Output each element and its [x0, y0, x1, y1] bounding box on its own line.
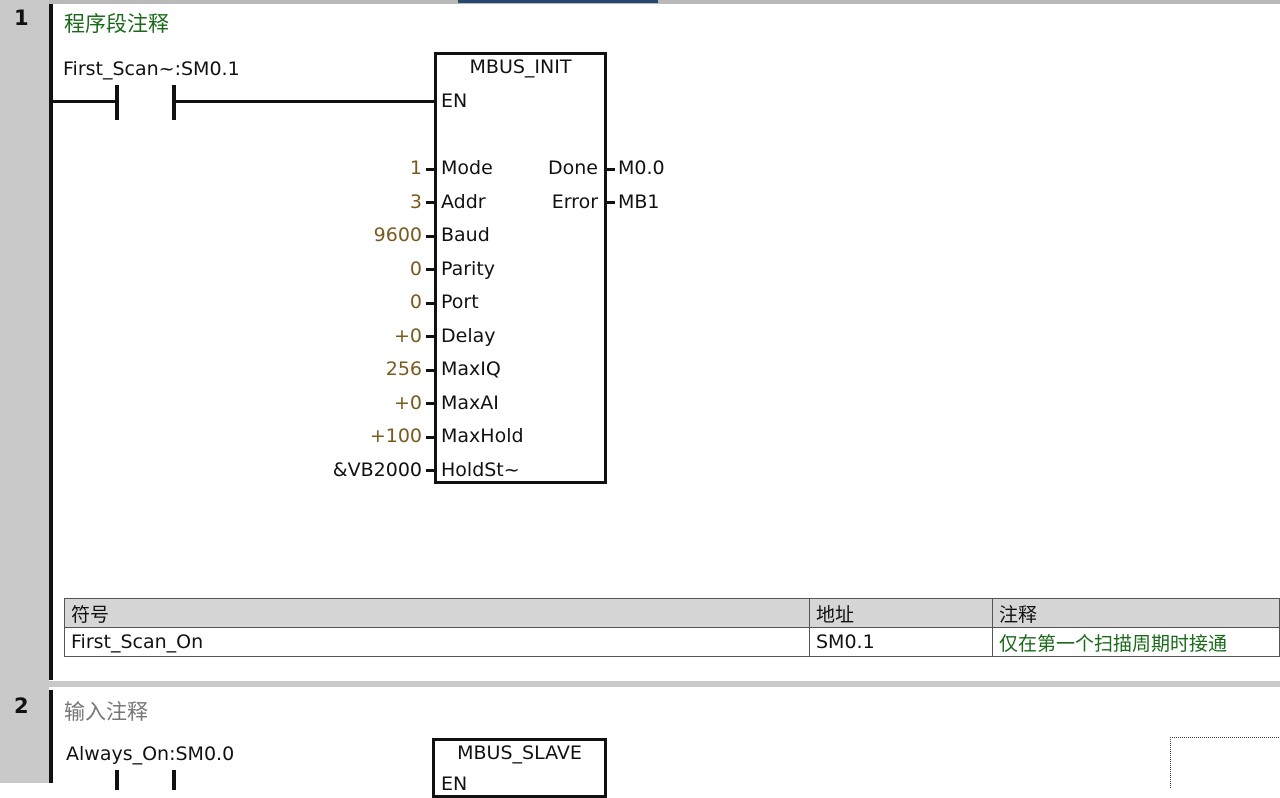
pin-maxiq: MaxIQ — [441, 358, 501, 380]
input-value-holdst[interactable]: &VB2000 — [332, 459, 422, 481]
pin-stub-done — [605, 168, 615, 171]
pin-en: EN — [441, 90, 468, 112]
cell-comment[interactable]: 仅在第一个扫描周期时接通 — [992, 627, 1280, 657]
input-value-mode[interactable]: 1 — [409, 157, 422, 179]
mbus-init-block[interactable] — [434, 52, 607, 484]
contact-2-right-bar[interactable] — [172, 770, 176, 790]
input-value-delay[interactable]: +0 — [393, 325, 422, 347]
mbus-init-title: MBUS_INIT — [469, 56, 572, 78]
pin-stub-error — [605, 201, 615, 204]
pin-stub-maxhold — [426, 436, 436, 439]
network-1-comment[interactable]: 程序段注释 — [64, 12, 169, 36]
pin-stub-maxai — [426, 402, 436, 405]
pin-stub-port — [426, 302, 436, 305]
cell-symbol[interactable]: First_Scan_On — [64, 627, 810, 657]
pin-done: Done — [548, 157, 598, 179]
pin-addr: Addr — [441, 191, 486, 213]
pin-mode: Mode — [441, 157, 493, 179]
input-value-maxiq[interactable]: 256 — [385, 358, 422, 380]
contact-1-left-bar[interactable] — [115, 85, 119, 120]
selection-box[interactable] — [1170, 737, 1280, 788]
input-value-maxhold[interactable]: +100 — [369, 425, 422, 447]
contact-label-1[interactable]: First_Scan~:SM0.1 — [63, 58, 240, 80]
pin-en-2: EN — [441, 773, 468, 795]
header-comment[interactable]: 注释 — [992, 598, 1280, 628]
power-rail-2 — [49, 690, 53, 783]
pin-stub-holdst — [426, 469, 436, 472]
network-2-number[interactable]: 2 — [14, 694, 29, 718]
pin-stub-baud — [426, 235, 436, 238]
input-value-addr[interactable]: 3 — [409, 191, 422, 213]
pin-delay: Delay — [441, 325, 496, 347]
input-value-maxai[interactable]: +0 — [393, 392, 422, 414]
pin-error: Error — [551, 191, 598, 213]
title-bar-accent — [458, 0, 658, 3]
network-1-number[interactable]: 1 — [14, 6, 29, 30]
header-symbol[interactable]: 符号 — [64, 598, 810, 628]
pin-stub-mode — [426, 168, 436, 171]
pin-stub-maxiq — [426, 369, 436, 372]
header-address[interactable]: 地址 — [809, 598, 993, 628]
pin-maxhold: MaxHold — [441, 425, 524, 447]
pin-stub-addr — [426, 201, 436, 204]
output-value-error[interactable]: MB1 — [618, 191, 660, 213]
input-value-port[interactable]: 0 — [409, 291, 422, 313]
input-value-parity[interactable]: 0 — [409, 258, 422, 280]
pin-stub-parity — [426, 268, 436, 271]
contact-1-right-bar[interactable] — [172, 85, 176, 120]
contact-2-left-bar[interactable] — [115, 770, 119, 790]
symbol-table-header: 符号 地址 注释 — [64, 598, 1280, 628]
pin-baud: Baud — [441, 224, 490, 246]
pin-port: Port — [441, 291, 479, 313]
output-value-done[interactable]: M0.0 — [618, 157, 665, 179]
power-rail-1 — [49, 4, 53, 680]
table-row[interactable]: First_Scan_On SM0.1 仅在第一个扫描周期时接通 — [64, 627, 1280, 657]
pin-maxai: MaxAI — [441, 392, 499, 414]
input-value-baud[interactable]: 9600 — [373, 224, 422, 246]
cell-address[interactable]: SM0.1 — [809, 627, 993, 657]
mbus-slave-title: MBUS_SLAVE — [457, 742, 582, 764]
pin-stub-delay — [426, 335, 436, 338]
pin-holdst: HoldSt~ — [441, 459, 520, 481]
network-2-comment[interactable]: 输入注释 — [64, 700, 148, 724]
contact-label-2[interactable]: Always_On:SM0.0 — [66, 743, 235, 765]
network-gutter — [0, 0, 49, 783]
rung-1-wire-right — [176, 100, 436, 103]
pin-parity: Parity — [441, 258, 496, 280]
network-separator — [49, 681, 1280, 687]
symbol-table: 符号 地址 注释 First_Scan_On SM0.1 仅在第一个扫描周期时接… — [64, 598, 1280, 657]
rung-1-wire-left — [53, 100, 116, 103]
